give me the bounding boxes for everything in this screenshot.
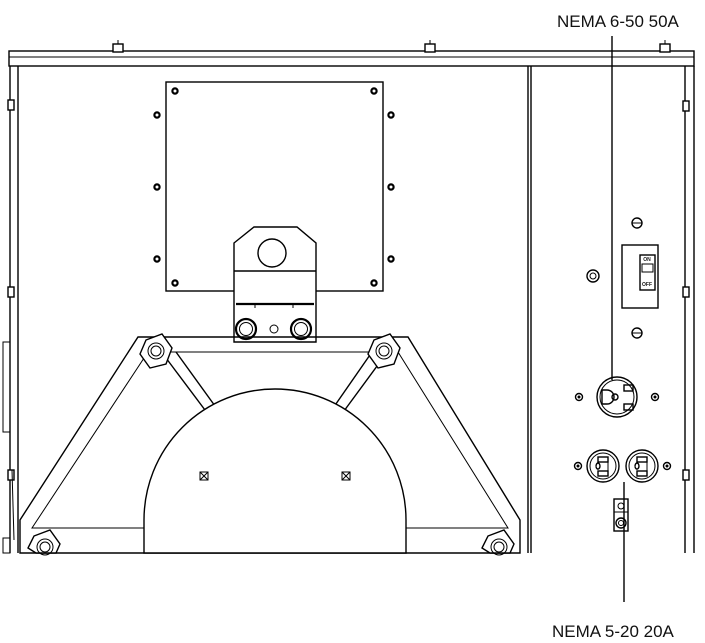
panel-screw-bottom	[631, 327, 643, 339]
panel-screw-top	[631, 217, 643, 229]
receptacle-screw-left	[574, 392, 584, 402]
ground-lug-icon	[586, 269, 600, 283]
nema-5-20-receptacle-left	[586, 449, 620, 483]
duplex-screw-right	[662, 461, 672, 471]
circuit-breaker: ON OFF	[621, 244, 659, 309]
enclosure-side-walls	[9, 66, 695, 553]
receptacle-screw-right	[650, 392, 660, 402]
motor-mount-frame	[19, 336, 521, 554]
frame-hex-nut-top-right	[367, 333, 401, 369]
frame-hex-nut-bottom-left	[27, 529, 61, 556]
frame-hex-nut-bottom-right	[481, 529, 515, 556]
engine-housing	[143, 388, 407, 554]
frame-hex-nut-top-left	[139, 333, 173, 369]
right-hinge-brackets	[682, 100, 690, 481]
engine-mount-bolt-right	[341, 471, 351, 481]
breaker-off-label: OFF	[642, 282, 652, 288]
duplex-screw-left	[573, 461, 583, 471]
nema-5-20-receptacle-right	[625, 449, 659, 483]
breaker-on-label: ON	[643, 257, 651, 263]
lid-bolt-center	[424, 40, 436, 53]
lid-bolt-right	[659, 40, 671, 53]
left-hinge-brackets	[2, 99, 15, 554]
engine-mount-bolt-left	[199, 471, 209, 481]
enclosure-top-rim	[8, 40, 695, 67]
ground-terminal-block	[613, 498, 629, 532]
nema-6-50-label: NEMA 6-50 50A	[557, 12, 680, 31]
outlet-panel: ON OFF	[573, 217, 672, 532]
nema-6-50-receptacle	[574, 376, 660, 418]
lifting-bracket	[233, 226, 317, 343]
nema-5-20-label: NEMA 5-20 20A	[552, 622, 675, 641]
lid-bolt-left	[112, 40, 124, 53]
